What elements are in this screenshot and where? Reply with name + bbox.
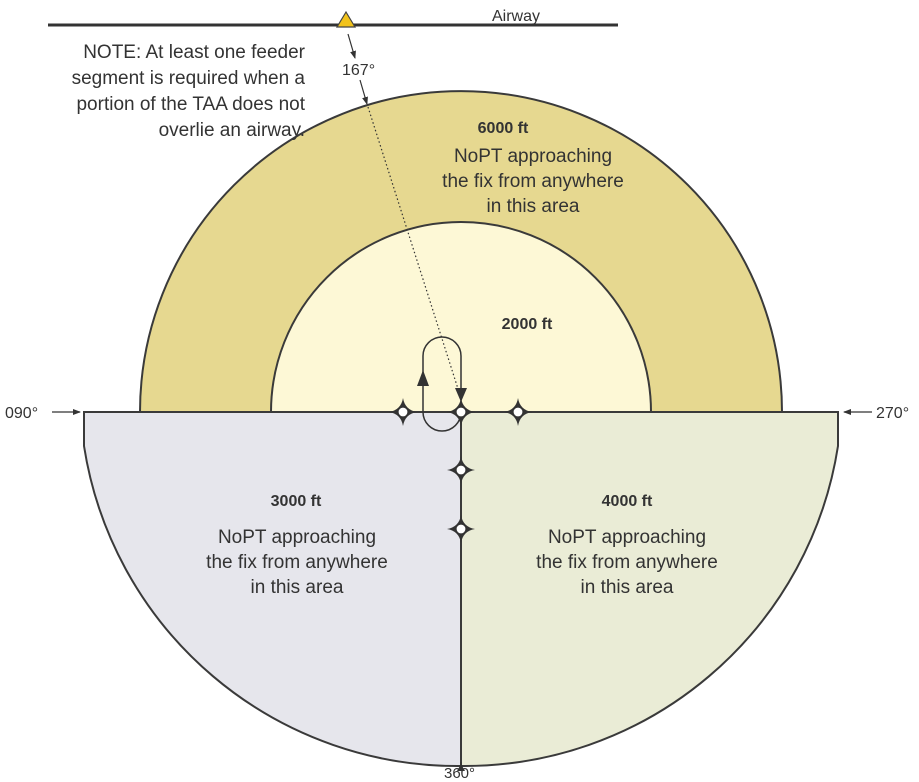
course-label: 167° xyxy=(342,62,375,79)
fix-iaf-center-icon xyxy=(447,398,475,426)
area-6000-altitude: 6000 ft xyxy=(478,120,529,137)
area-2000ft xyxy=(269,221,653,413)
area-2000-altitude: 2000 ft xyxy=(502,316,553,333)
area-4000ft xyxy=(460,411,839,768)
fix-faf-icon xyxy=(447,515,475,543)
airway-label: Airway xyxy=(492,8,540,25)
area-6000-line-2: the fix from anywhere xyxy=(442,171,624,192)
note-line-1: NOTE: At least one feeder xyxy=(83,42,305,63)
holding-arrow-down-icon xyxy=(455,388,467,402)
holding-arrow-up-icon xyxy=(417,370,429,386)
feeder-segment-dotted xyxy=(367,106,460,393)
area-4000-line-3: in this area xyxy=(581,577,674,598)
note-block: NOTE: At least one feeder segment is req… xyxy=(72,42,306,141)
area-4000-altitude: 4000 ft xyxy=(602,493,653,510)
area-3000-line-2: the fix from anywhere xyxy=(206,552,388,573)
area-3000ft xyxy=(83,411,462,768)
area-4000-line-2: the fix from anywhere xyxy=(536,552,718,573)
area-3000-line-1: NoPT approaching xyxy=(218,527,376,548)
bearing-right-label: 270° xyxy=(876,405,909,422)
area-4000-line-1: NoPT approaching xyxy=(548,527,706,548)
note-line-2: segment is required when a xyxy=(72,68,306,89)
note-line-3: portion of the TAA does not xyxy=(76,94,305,115)
airway-fix-triangle-icon xyxy=(335,10,357,28)
feeder-course-arrow-2 xyxy=(359,79,368,105)
bearing-bottom-arrowhead-icon xyxy=(457,764,465,771)
note-line-4: overlie an airway. xyxy=(159,120,305,141)
area-3000-line-3: in this area xyxy=(251,577,344,598)
feeder-course-arrow xyxy=(347,33,356,59)
fix-if-icon xyxy=(447,456,475,484)
bearing-bottom-label: 360° xyxy=(444,765,475,782)
area-6000-line-3: in this area xyxy=(487,196,580,217)
bearing-left-label: 090° xyxy=(5,405,38,422)
area-3000-altitude: 3000 ft xyxy=(271,493,322,510)
holding-pattern xyxy=(422,336,462,432)
fix-iaf-left-icon xyxy=(389,398,417,426)
fix-iaf-right-icon xyxy=(504,398,532,426)
area-6000-line-1: NoPT approaching xyxy=(454,146,612,167)
